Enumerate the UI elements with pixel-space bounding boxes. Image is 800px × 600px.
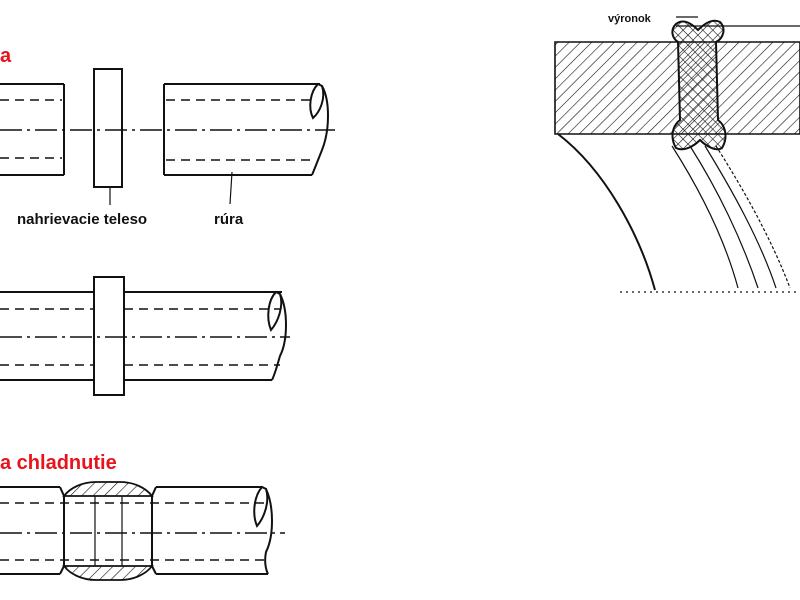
- step3-joining-cooling: a chladnutie: [0, 452, 285, 581]
- step1-heating-setup: a nahrievacie teleso rúra: [0, 45, 335, 228]
- heater-plate: [93, 68, 123, 188]
- step3-title: a chladnutie: [0, 452, 117, 474]
- weld-zone: [59, 481, 157, 581]
- heater-plate-step2: [93, 276, 125, 396]
- step2-heating-contact: [0, 276, 290, 396]
- step1-title: a: [0, 45, 12, 67]
- right-pipe-step1: [163, 82, 329, 176]
- bead-label: výronok: [608, 13, 652, 25]
- left-pipe-step1: [0, 83, 65, 176]
- right-pipe-step2: [124, 290, 287, 381]
- weld-cross-section: výronok: [554, 13, 800, 293]
- heater-label: nahrievacie teleso: [17, 211, 147, 228]
- pipe-label: rúra: [214, 211, 244, 228]
- left-pipe-step2: [0, 291, 94, 381]
- weld-bead-section: [671, 19, 727, 151]
- weld-bead-top: [62, 481, 154, 497]
- weld-bead-bottom: [62, 565, 154, 581]
- hatched-plate: [554, 41, 800, 135]
